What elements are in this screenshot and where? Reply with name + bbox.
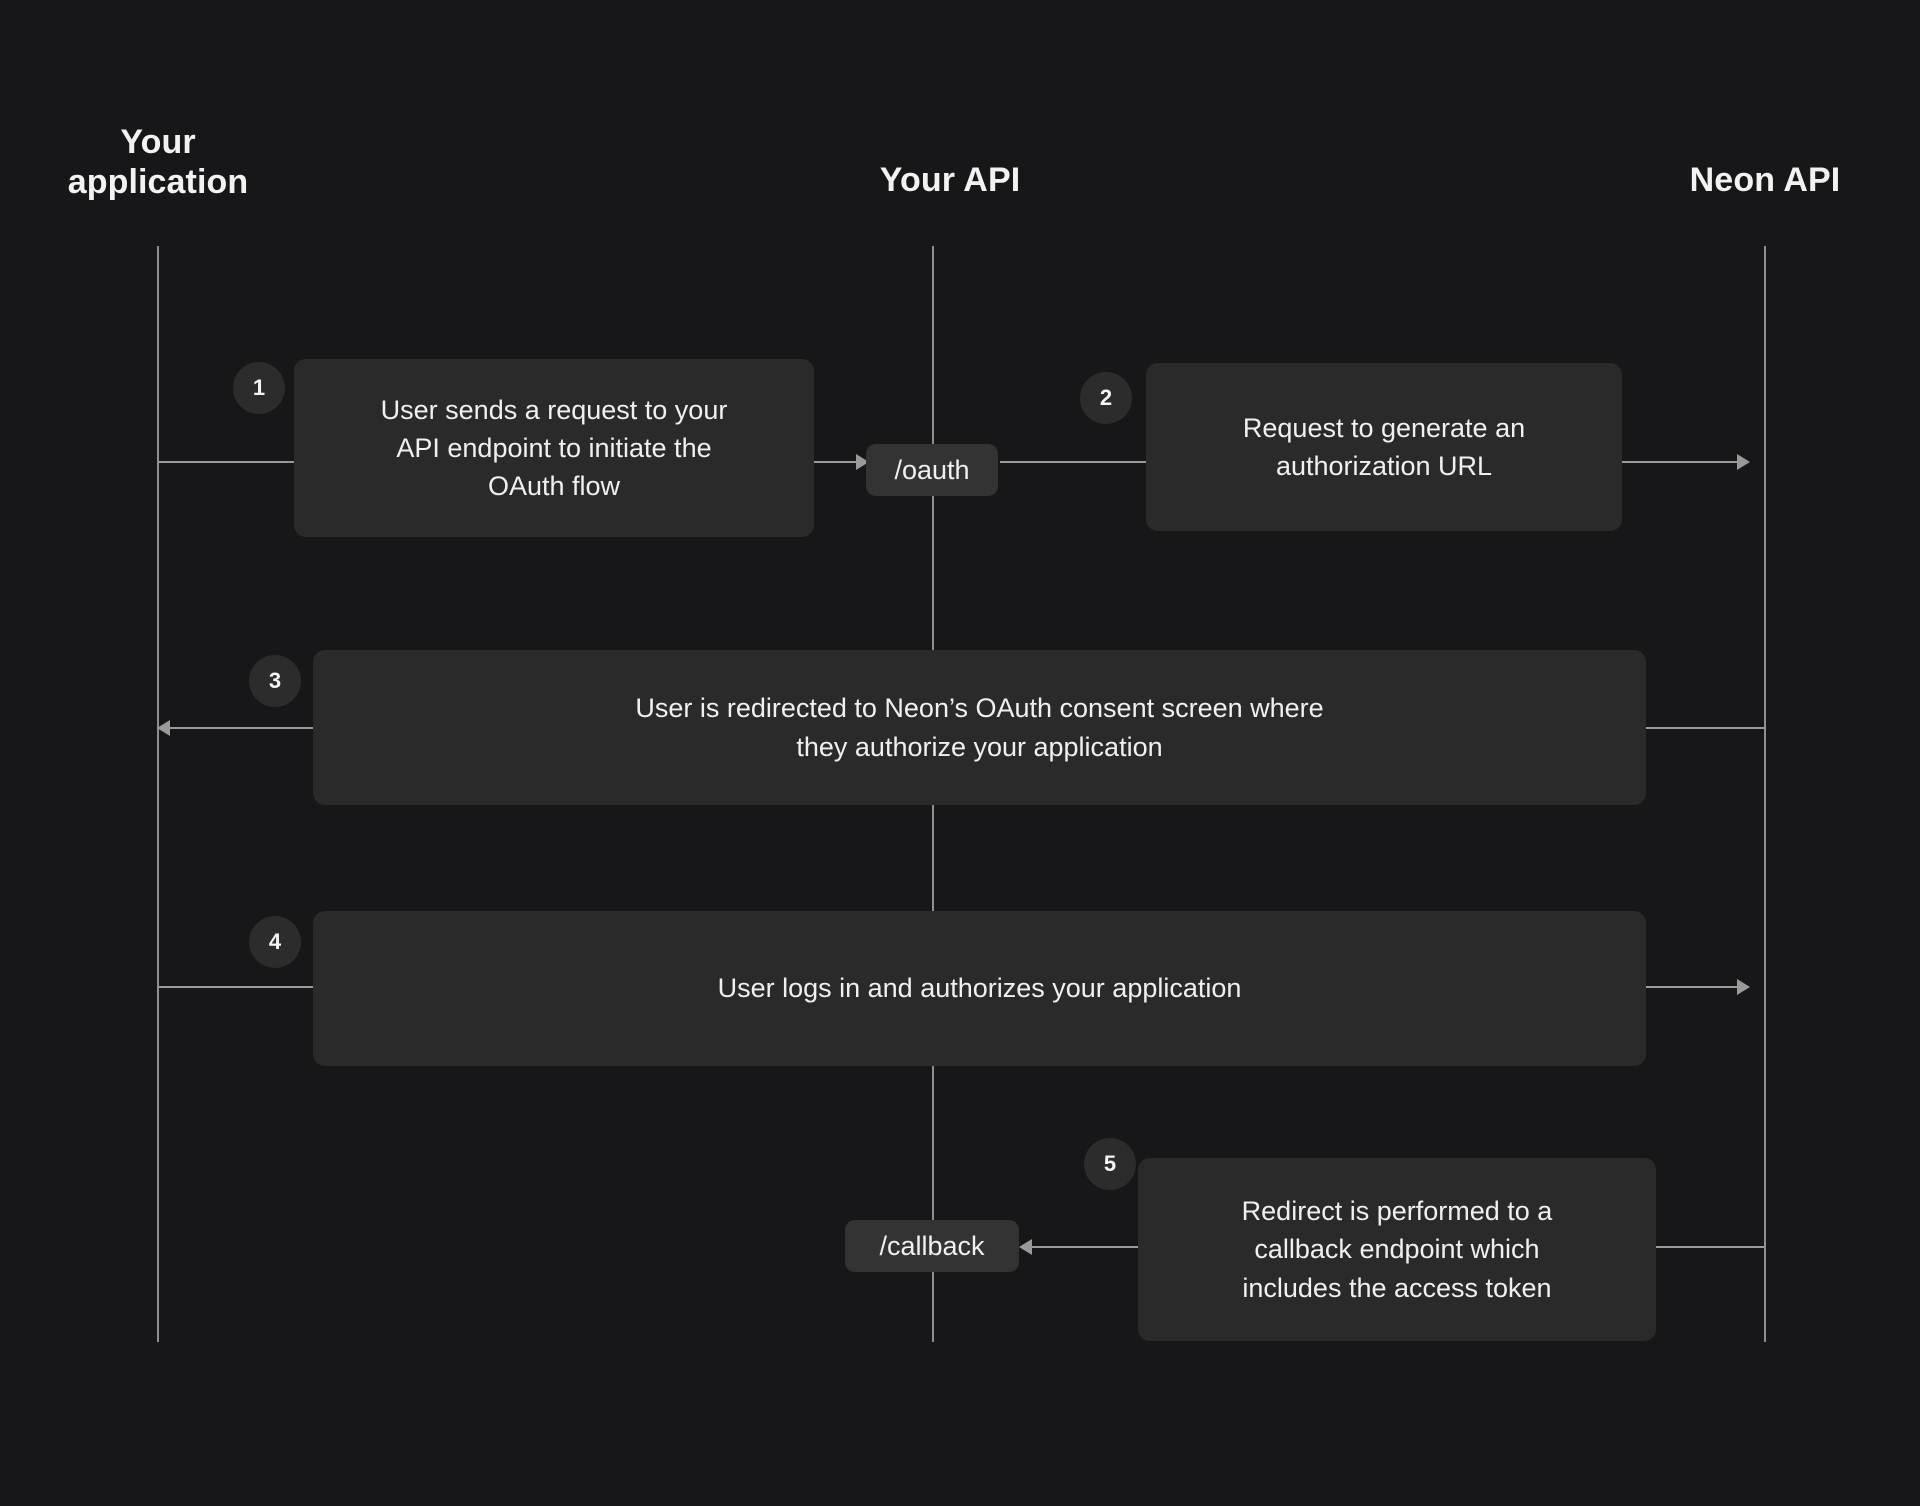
connector-step-2-left bbox=[1000, 461, 1146, 463]
connector-step-4-left bbox=[159, 986, 313, 988]
step-box-1: User sends a request to your API endpoin… bbox=[294, 359, 814, 537]
actor-label-your-application: Your application bbox=[67, 123, 249, 202]
lifeline-your-application bbox=[157, 246, 159, 1342]
connector-step-5-right bbox=[1656, 1246, 1764, 1248]
connector-step-3-right bbox=[1646, 727, 1764, 729]
step-number-5: 5 bbox=[1084, 1138, 1136, 1190]
arrow-head-step-5-icon bbox=[1019, 1239, 1032, 1255]
connector-step-1-right bbox=[814, 461, 857, 463]
connector-step-4-right bbox=[1646, 986, 1738, 988]
step-box-2: Request to generate an authorization URL bbox=[1146, 363, 1622, 531]
arrow-head-step-2-icon bbox=[1737, 454, 1750, 470]
arrow-head-step-4-icon bbox=[1737, 979, 1750, 995]
endpoint-pill-callback[interactable]: /callback bbox=[845, 1220, 1019, 1272]
step-text-5: Redirect is performed to a callback endp… bbox=[1241, 1196, 1553, 1303]
step-number-2: 2 bbox=[1080, 372, 1132, 424]
lifeline-neon-api bbox=[1764, 246, 1766, 1342]
actor-label-neon-api: Neon API bbox=[1689, 161, 1841, 199]
step-box-4: User logs in and authorizes your applica… bbox=[313, 911, 1646, 1066]
connector-step-5-left bbox=[1032, 1246, 1138, 1248]
step-box-5: Redirect is performed to a callback endp… bbox=[1138, 1158, 1656, 1341]
step-number-3: 3 bbox=[249, 655, 301, 707]
step-text-3: User is redirected to Neon’s OAuth conse… bbox=[635, 693, 1324, 762]
actor-label-your-api: Your API bbox=[879, 161, 1021, 199]
step-text-1: User sends a request to your API endpoin… bbox=[380, 394, 728, 502]
step-text-4: User logs in and authorizes your applica… bbox=[717, 973, 1242, 1004]
step-box-3: User is redirected to Neon’s OAuth conse… bbox=[313, 650, 1646, 805]
step-text-2: Request to generate an authorization URL bbox=[1242, 412, 1526, 481]
connector-step-2-right bbox=[1622, 461, 1738, 463]
connector-step-1-left bbox=[159, 461, 299, 463]
arrow-head-step-1-icon bbox=[856, 454, 869, 470]
step-number-1: 1 bbox=[233, 362, 285, 414]
arrow-head-step-3-icon bbox=[157, 720, 170, 736]
step-number-4: 4 bbox=[249, 916, 301, 968]
endpoint-pill-oauth[interactable]: /oauth bbox=[866, 444, 998, 496]
connector-step-3-left bbox=[170, 727, 313, 729]
